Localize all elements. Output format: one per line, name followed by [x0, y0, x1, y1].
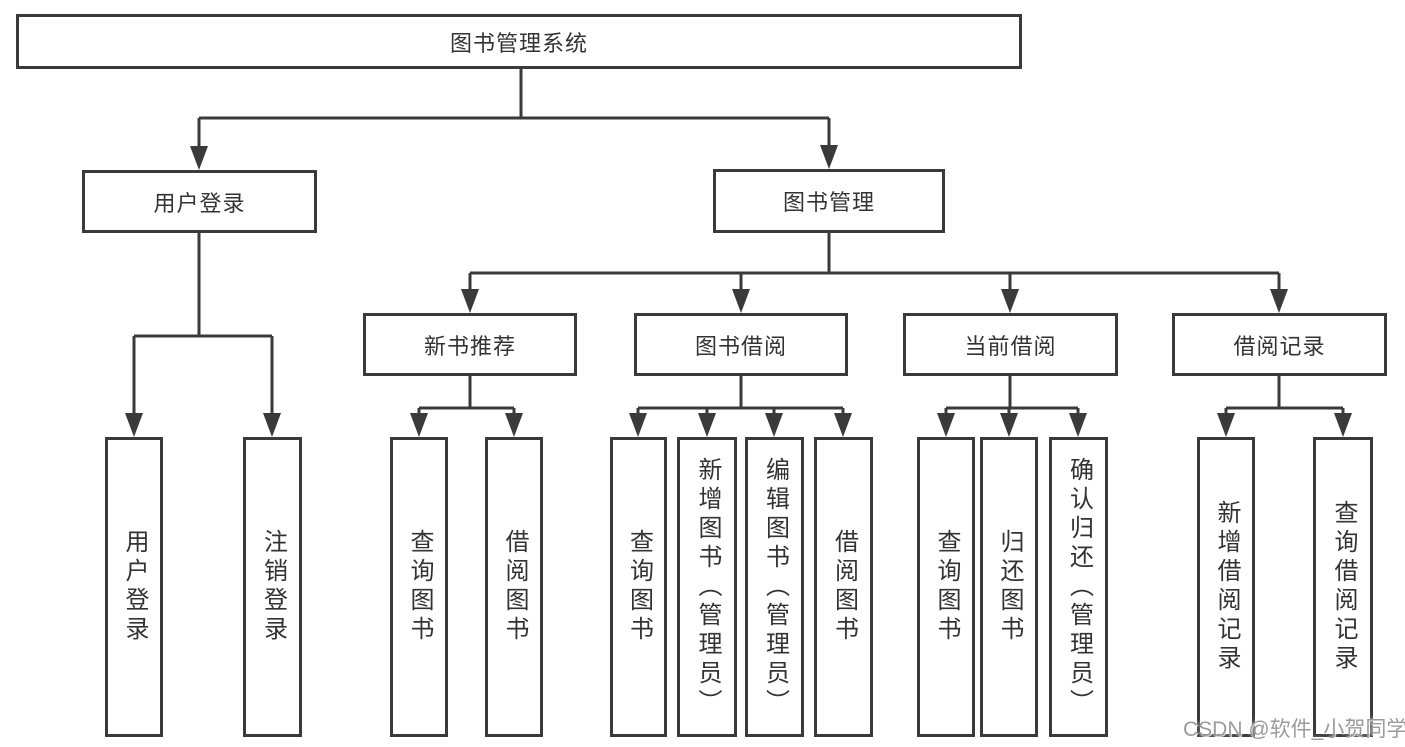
leaf-logout-label: 注销登录 — [259, 529, 287, 645]
node-book-management: 图书管理 — [713, 169, 945, 233]
leaf-return-books: 归还图书 — [980, 437, 1038, 737]
leaf-logout: 注销登录 — [243, 437, 302, 737]
node-borrow-records: 借阅记录 — [1172, 313, 1387, 376]
leaf-query-books-current-label: 查询图书 — [933, 529, 960, 645]
leaf-query-borrow-record: 查询借阅记录 — [1313, 437, 1373, 737]
leaf-add-borrow-record-label: 新增借阅记录 — [1213, 500, 1240, 674]
csdn-watermark: CSDN @软件_小贺同学 — [1183, 718, 1405, 741]
leaf-query-books-current: 查询图书 — [917, 437, 975, 737]
leaf-return-books-label: 归还图书 — [996, 529, 1023, 645]
leaf-borrow-books-label: 借阅图书 — [830, 529, 858, 645]
leaf-query-books-recommend-label: 查询图书 — [406, 529, 433, 645]
node-root-library-system: 图书管理系统 — [16, 14, 1022, 69]
leaf-edit-books-admin: 编辑图书（管理员） — [745, 437, 804, 737]
leaf-add-books-admin-label: 新增图书（管理员） — [694, 456, 721, 718]
node-book-borrow: 图书借阅 — [634, 313, 848, 376]
leaf-edit-books-admin-label: 编辑图书（管理员） — [761, 456, 789, 718]
leaf-add-borrow-record: 新增借阅记录 — [1197, 437, 1255, 737]
leaf-add-books-admin: 新增图书（管理员） — [677, 437, 737, 737]
leaf-query-books-recommend: 查询图书 — [390, 437, 448, 737]
leaf-borrow-books-recommend-label: 借阅图书 — [501, 529, 528, 645]
leaf-confirm-return-admin: 确认归还（管理员） — [1049, 437, 1108, 737]
leaf-user-login-label: 用户登录 — [121, 529, 148, 645]
leaf-confirm-return-admin-label: 确认归还（管理员） — [1065, 456, 1093, 718]
leaf-borrow-books: 借阅图书 — [814, 437, 873, 737]
leaf-user-login: 用户登录 — [105, 437, 163, 737]
leaf-borrow-books-recommend: 借阅图书 — [485, 437, 543, 737]
node-new-book-recommend: 新书推荐 — [363, 313, 577, 376]
node-current-borrow: 当前借阅 — [903, 313, 1118, 376]
leaf-query-borrow-record-label: 查询借阅记录 — [1330, 500, 1357, 674]
node-user-login: 用户登录 — [82, 170, 317, 233]
leaf-query-books-borrow: 查询图书 — [610, 437, 667, 737]
leaf-query-books-borrow-label: 查询图书 — [625, 529, 653, 645]
